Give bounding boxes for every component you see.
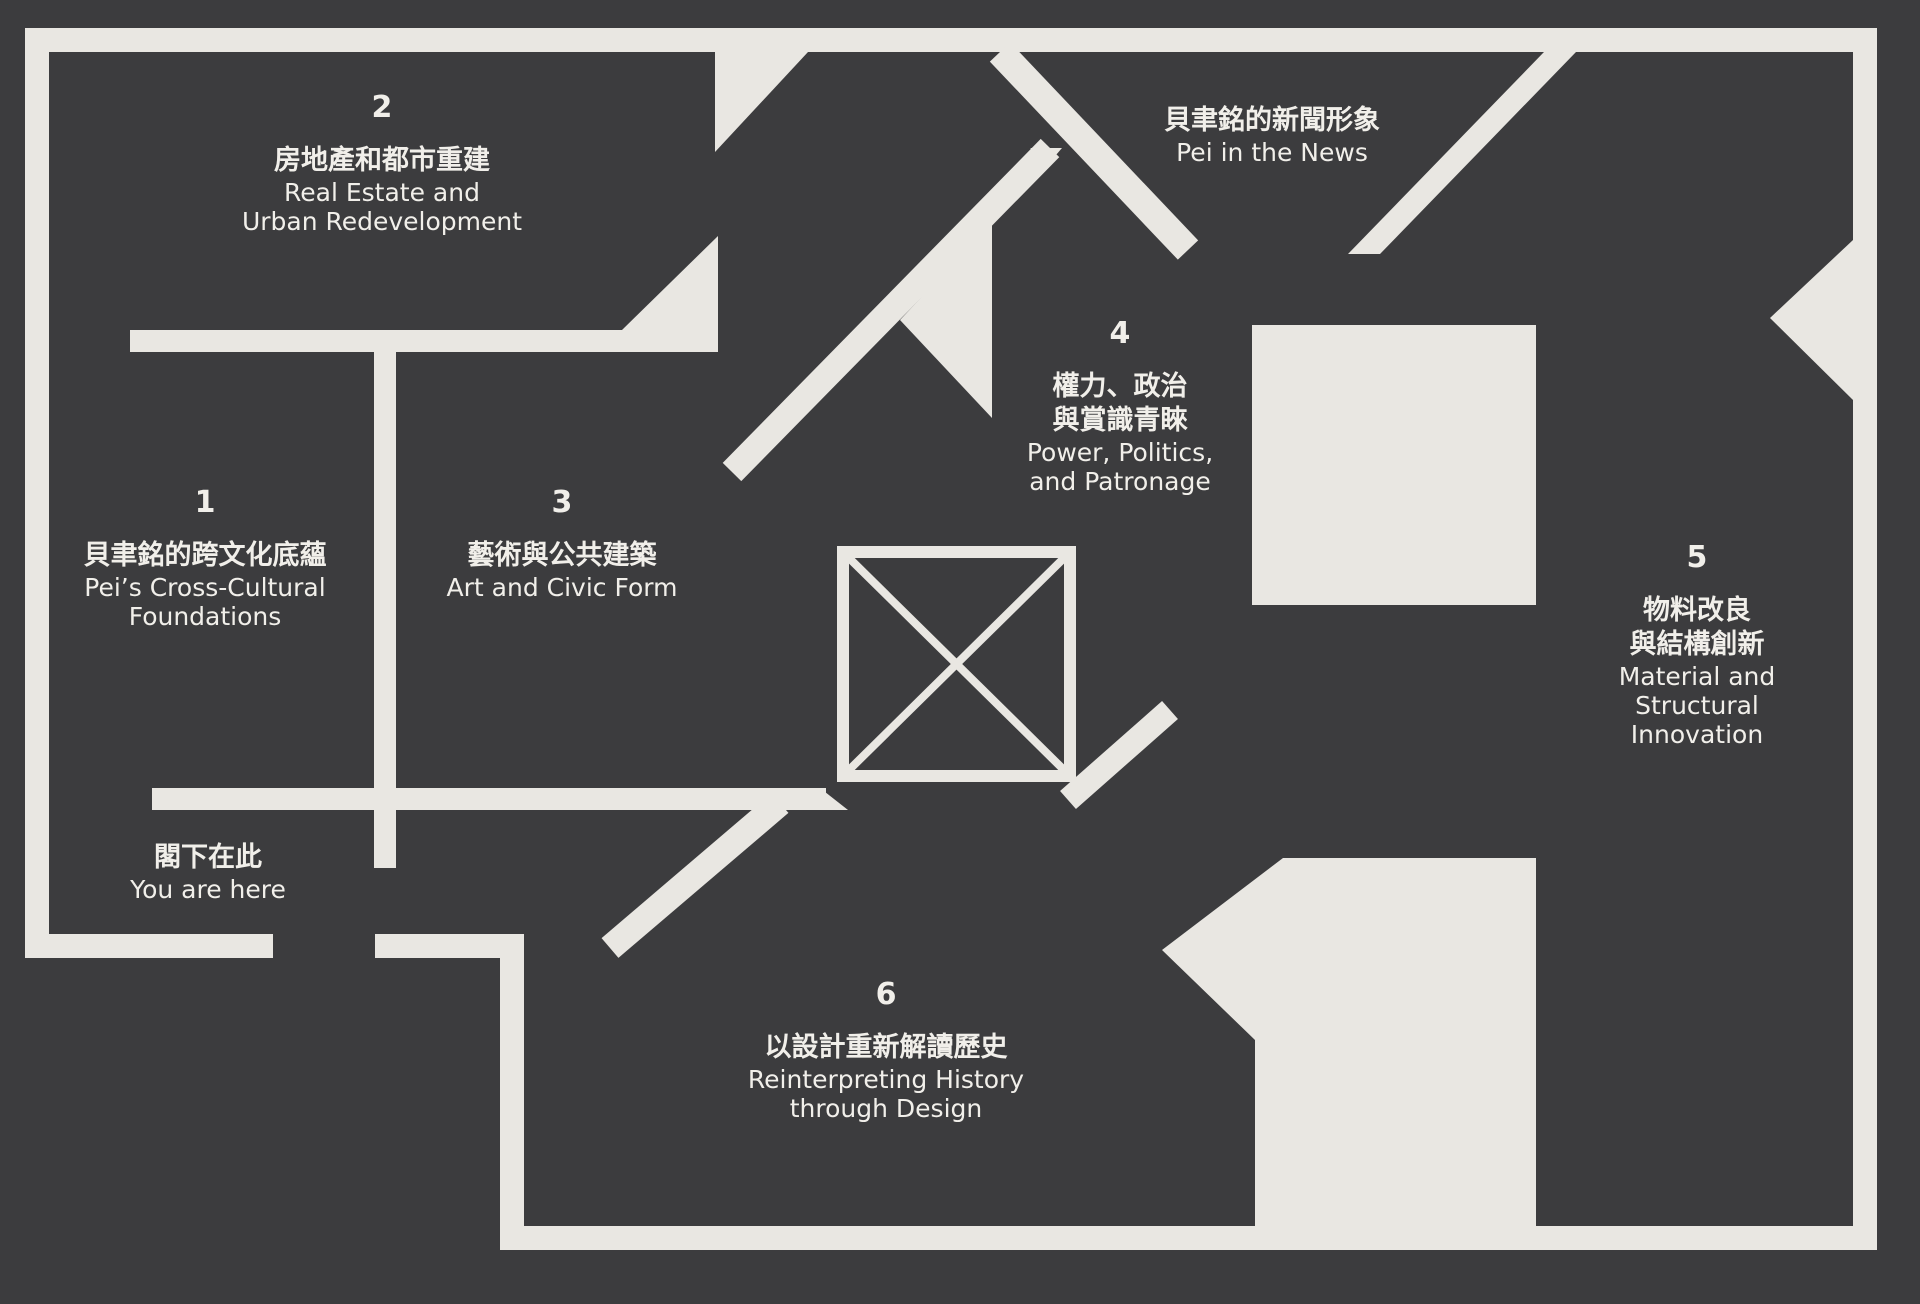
zone-1-number: 1 bbox=[194, 485, 216, 520]
zone-6-number: 6 bbox=[875, 977, 897, 1012]
wall-right-notch bbox=[1770, 240, 1853, 400]
zone-2-title-en-line1: Real Estate and bbox=[284, 178, 480, 207]
zone-4-title-zh-line2: 與賞識青睞 bbox=[1052, 405, 1188, 436]
block-bottom-right bbox=[1162, 858, 1536, 1226]
wall-diagonal-news-right bbox=[1348, 52, 1576, 254]
zone-1-title-en-line1: Pei’s Cross-Cultural bbox=[84, 573, 326, 602]
wall-right bbox=[1853, 28, 1877, 1250]
wall-bottom bbox=[500, 1226, 1877, 1250]
zone-3-title-zh: 藝術與公共建築 bbox=[467, 540, 657, 571]
wall-zone2-wedge bbox=[622, 236, 718, 352]
zone-4-title-en-line2: and Patronage bbox=[1029, 467, 1211, 496]
zone-5-title-zh-line1: 物料改良 bbox=[1642, 595, 1751, 626]
zone-2-label: 2 房地產和都市重建 Real Estate and Urban Redevel… bbox=[242, 90, 522, 236]
zone-2-number: 2 bbox=[371, 90, 393, 125]
zone-4-title-zh-line1: 權力、政治 bbox=[1052, 371, 1188, 402]
zone-6-label: 6 以設計重新解讀歷史 Reinterpreting History throu… bbox=[748, 977, 1024, 1123]
wall-top bbox=[25, 28, 1877, 52]
wall-diagonal-lower-left bbox=[601, 793, 789, 958]
wall-diagonal-atrium bbox=[1060, 701, 1178, 809]
wall-inner-step bbox=[500, 934, 524, 1250]
atrium-cross-b bbox=[845, 554, 1068, 774]
zone-4-number: 4 bbox=[1109, 316, 1131, 351]
zone-5-label: 5 物料改良 與結構創新 Material and Structural Inn… bbox=[1619, 540, 1776, 749]
atrium-void bbox=[837, 546, 1076, 782]
you-are-here-label: 閣下在此 You are here bbox=[130, 841, 286, 904]
wall-diagonal-upper bbox=[722, 138, 1060, 482]
wall-entrance-bar bbox=[152, 788, 826, 810]
zone-4-title-en-line1: Power, Politics, bbox=[1026, 438, 1214, 467]
zone-6-title-en-line2: through Design bbox=[789, 1094, 983, 1123]
zone-3-number: 3 bbox=[551, 485, 573, 520]
pillar-square bbox=[1252, 325, 1536, 605]
wall-bottom-left-b bbox=[375, 934, 523, 958]
zone-1-title-en-line2: Foundations bbox=[128, 602, 282, 631]
wall-bottom-left-a bbox=[25, 934, 273, 958]
wall-zone1-zone3 bbox=[374, 330, 396, 868]
zone-3-label: 3 藝術與公共建築 Art and Civic Form bbox=[447, 485, 678, 602]
zone-6-title-en-line1: Reinterpreting History bbox=[747, 1065, 1025, 1094]
zone-5-title-en-line2: Structural bbox=[1635, 691, 1759, 720]
zone-5-title-zh-line2: 與結構創新 bbox=[1629, 629, 1765, 660]
zone-5-title-en-line3: Innovation bbox=[1630, 720, 1764, 749]
zone-5-number: 5 bbox=[1686, 540, 1708, 575]
you-are-here-en: You are here bbox=[130, 875, 286, 904]
zone-1-title-zh: 貝聿銘的跨文化底蘊 bbox=[83, 540, 327, 571]
zone-2-title-en-line2: Urban Redevelopment bbox=[241, 207, 523, 236]
zone-6-title-zh: 以設計重新解讀歷史 bbox=[764, 1032, 1008, 1063]
news-title-zh: 貝聿銘的新聞形象 bbox=[1164, 105, 1380, 136]
zone-3-title-en-line1: Art and Civic Form bbox=[446, 573, 678, 602]
wall-diagonal-fin bbox=[900, 222, 992, 418]
wall-entrance-tip bbox=[820, 788, 848, 810]
news-label: 貝聿銘的新聞形象 Pei in the News bbox=[1164, 104, 1380, 167]
zone-5-title-en-line1: Material and bbox=[1618, 662, 1776, 691]
news-title-en: Pei in the News bbox=[1176, 138, 1368, 167]
wall-diagonal-news-left bbox=[989, 42, 1199, 260]
wall-left bbox=[25, 28, 49, 956]
zone-4-label: 4 權力、政治 與賞識青睞 Power, Politics, and Patro… bbox=[1027, 316, 1213, 496]
zone-1-label: 1 貝聿銘的跨文化底蘊 Pei’s Cross-Cultural Foundat… bbox=[84, 485, 327, 631]
wall-diagonal-news-stub bbox=[1030, 148, 1062, 162]
wall-top-wedge bbox=[715, 52, 808, 152]
you-are-here-zh: 閣下在此 bbox=[154, 842, 262, 873]
zone-2-title-zh: 房地產和都市重建 bbox=[273, 145, 490, 176]
